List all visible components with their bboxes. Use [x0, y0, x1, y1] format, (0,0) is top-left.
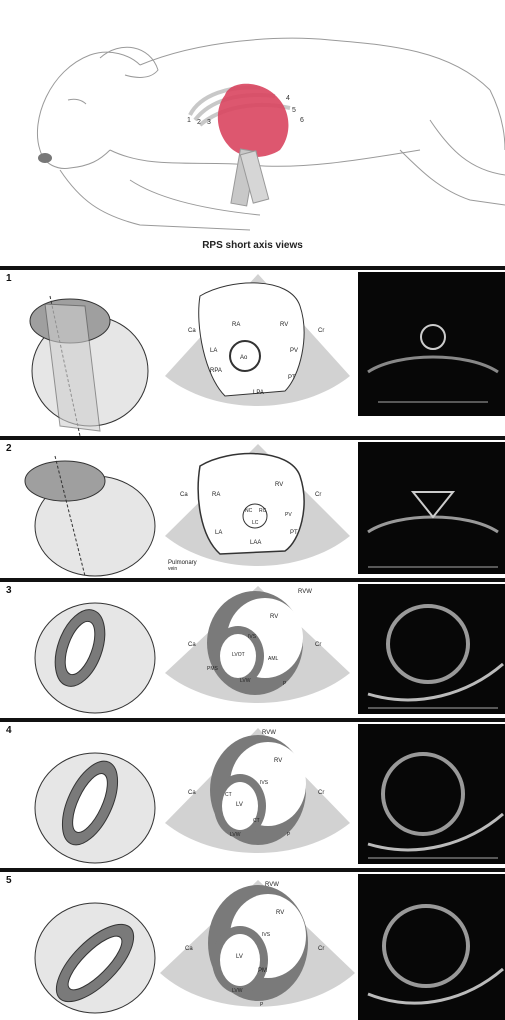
diagram-label: Cr: [315, 492, 321, 498]
diagram-label: Ao: [240, 355, 248, 361]
dog-label-4: 4: [286, 95, 290, 102]
heart-shape: [218, 84, 289, 157]
diagram-label: PT: [290, 530, 298, 536]
panel-3: 3 RVW RV IVS LVOT AML PMS LVW P Ca Cr: [0, 578, 505, 718]
dog-label-1: 1: [187, 117, 191, 124]
diagram-label: Ca: [188, 790, 196, 796]
echo-image-3: [358, 584, 505, 714]
diagram-label: RV: [270, 614, 278, 620]
diagram-label: LVW: [232, 988, 243, 994]
diagram-label: LAA: [250, 540, 261, 546]
diagram-label: IVS: [248, 634, 257, 640]
diagram-label: Cr: [318, 790, 324, 796]
panel-2-diagrams: RA RV NC RC LC PV PT LA LAA Pulmonary ve…: [0, 436, 358, 578]
diagram-label: PMS: [207, 666, 219, 672]
diagram-label: RC: [259, 508, 267, 514]
echo-image-5: [358, 874, 505, 1020]
panel-5: 5 RVW RV IVS LV PM LVW P Ca Cr: [0, 868, 505, 1020]
echo-image-1: [358, 272, 505, 416]
diagram-label: LV: [236, 802, 243, 808]
dog-illustration: 1 2 3 4 5 6: [0, 0, 505, 265]
diagram-label: Ca: [185, 946, 193, 952]
panel-1-diagrams: RA RV Ao LA PV RPA PT LPA Ca Cr: [0, 266, 358, 436]
diagram-label: RV: [276, 910, 284, 916]
diagram-label: Ca: [188, 328, 196, 334]
diagram-label: NC: [245, 508, 253, 514]
diagram-label: LA: [215, 530, 222, 536]
diagram-label: RV: [280, 322, 288, 328]
diagram-label: PM: [258, 968, 267, 974]
panel-4-diagrams: RVW RV IVS LV CT CT LVW P Ca Cr: [0, 718, 358, 868]
diagram-label: IVS: [260, 780, 269, 786]
dog-label-3: 3: [207, 119, 211, 126]
diagram-label: Cr: [315, 642, 321, 648]
panel-3-diagrams: RVW RV IVS LVOT AML PMS LVW P Ca Cr: [0, 578, 358, 718]
diagram-label: LVOT: [232, 652, 245, 658]
diagram-label: RV: [275, 482, 283, 488]
echo-image-4: [358, 724, 505, 864]
panel-1: 1 RA RV Ao LA PV RPA PT LPA Ca Cr: [0, 266, 505, 436]
diagram-label: PV: [290, 348, 298, 354]
diagram-label: PT: [288, 375, 296, 381]
diagram-label: AML: [268, 656, 279, 662]
diagram-label: LVW: [240, 678, 251, 684]
diagram-label: RVW: [265, 882, 279, 888]
dog-nose: [38, 153, 52, 163]
diagram-label: Cr: [318, 946, 324, 952]
panel-4: 4 RVW RV IVS LV CT CT LVW P Ca Cr: [0, 718, 505, 868]
section-title: RPS short axis views: [0, 240, 505, 251]
dog-label-5: 5: [292, 107, 296, 114]
diagram-label: IVS: [262, 932, 271, 938]
diagram-label: LV: [236, 954, 243, 960]
diagram-label: Ca: [188, 642, 196, 648]
panel-5-diagrams: RVW RV IVS LV PM LVW P Ca Cr: [0, 868, 358, 1020]
diagram-label: RVW: [298, 589, 312, 595]
diagram-label: LC: [252, 520, 259, 526]
diagram-label: Ca: [180, 492, 188, 498]
diagram-label: RPA: [210, 368, 222, 374]
diagram-label: LVW: [230, 832, 241, 838]
dog-label-2: 2: [197, 119, 201, 126]
diagram-label: LPA: [253, 390, 264, 396]
diagram-label: CT: [225, 792, 232, 798]
diagram-label: RA: [232, 322, 240, 328]
dog-label-6: 6: [300, 117, 304, 124]
panel-2: 2 RA RV NC RC LC PV PT LA LAA Pulmonary …: [0, 436, 505, 578]
diagram-label: RVW: [262, 730, 276, 736]
diagram-label: Cr: [318, 328, 324, 334]
diagram-label: RV: [274, 758, 282, 764]
diagram-label: vein: [168, 566, 177, 572]
diagram-label: RA: [212, 492, 220, 498]
dog-outline-svg: 1 2 3 4 5 6: [0, 0, 505, 240]
diagram-label: LA: [210, 348, 217, 354]
echo-image-2: [358, 442, 505, 574]
diagram-label: PV: [285, 512, 292, 518]
diagram-label: CT: [253, 818, 260, 824]
